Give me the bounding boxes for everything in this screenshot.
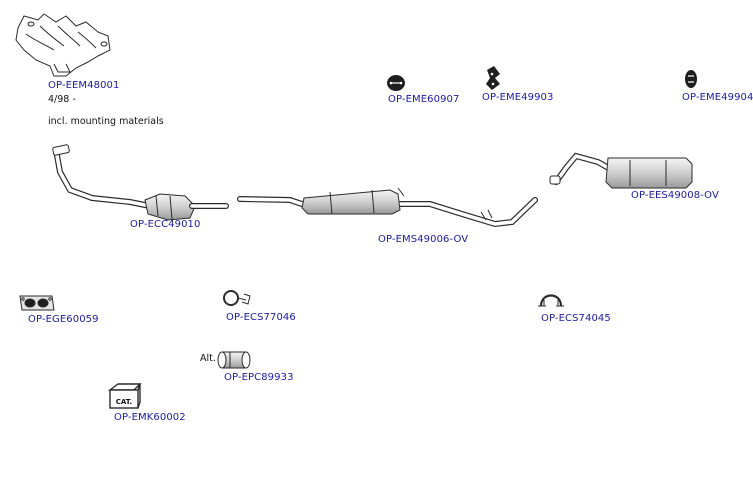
rubber-mount-icon[interactable]	[486, 66, 500, 90]
date-range-note: 4/98 -	[48, 94, 76, 105]
part-code-manifold[interactable]: OP-EEM48001	[48, 80, 120, 91]
rubber-mount-icon[interactable]	[685, 70, 697, 88]
part-code-rubber-mount-3[interactable]: OP-EME49904	[682, 92, 753, 103]
mounting-note: incl. mounting materials	[48, 116, 164, 127]
part-code-clamp-2[interactable]: OP-ECS74045	[541, 313, 611, 324]
pipe-connector-icon[interactable]	[217, 351, 251, 369]
mounting-kit-icon[interactable]: CAT.	[107, 383, 142, 409]
part-code-pipe-connector[interactable]: OP-EPC89933	[224, 372, 294, 383]
part-code-gasket[interactable]: OP-EGE60059	[28, 314, 99, 325]
part-code-mounting-kit[interactable]: OP-EMK60002	[114, 412, 186, 423]
part-code-catalytic-converter[interactable]: OP-ECC49010	[130, 219, 201, 230]
part-code-rubber-mount-1[interactable]: OP-EME60907	[388, 94, 460, 105]
exhaust-manifold-icon[interactable]	[15, 13, 111, 77]
catalytic-converter-icon[interactable]	[52, 144, 229, 221]
part-code-rubber-mount-2[interactable]: OP-EME49903	[482, 92, 554, 103]
clamp-icon[interactable]	[223, 290, 251, 306]
part-code-rear-silencer[interactable]: OP-EES49008-OV	[631, 190, 719, 201]
clamp-icon[interactable]	[538, 294, 564, 307]
alt-note: Alt.	[200, 353, 216, 364]
cat-box-label: CAT.	[116, 398, 132, 406]
middle-silencer-icon[interactable]	[237, 187, 538, 228]
part-code-clamp-1[interactable]: OP-ECS77046	[226, 312, 296, 323]
rear-silencer-icon[interactable]	[549, 152, 693, 189]
gasket-icon[interactable]	[19, 295, 55, 311]
rubber-mount-icon[interactable]	[387, 75, 405, 91]
part-code-middle-silencer[interactable]: OP-EMS49006-OV	[378, 234, 469, 245]
